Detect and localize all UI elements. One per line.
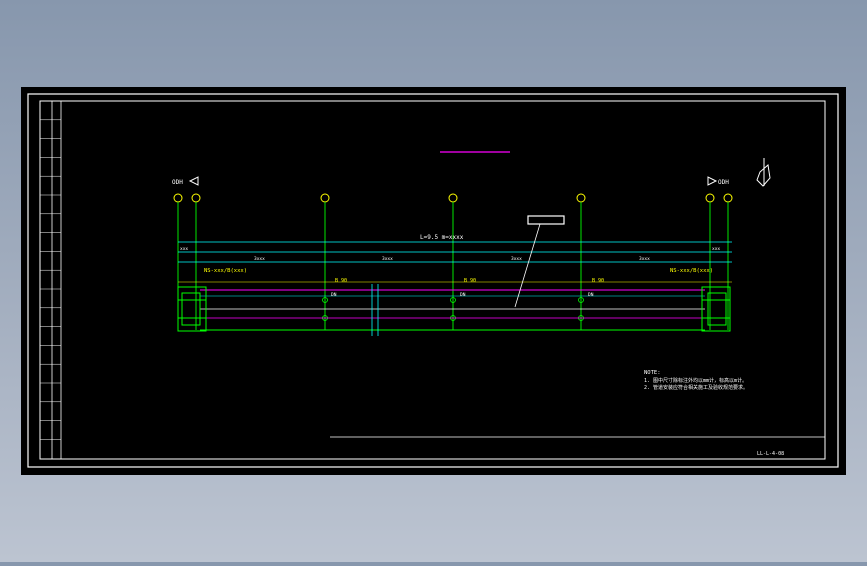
segment-label: 3xxx xyxy=(382,256,393,262)
joint-tag: DN xyxy=(588,292,594,298)
joint-tag: DN xyxy=(331,292,337,298)
drawing-sheet xyxy=(21,87,846,475)
segment-label: xxx xyxy=(712,247,720,252)
notes-heading: NOTE: xyxy=(644,370,661,376)
inner-frame xyxy=(39,100,826,460)
pipe-body xyxy=(200,289,705,331)
segment-label: 3xxx xyxy=(639,256,650,262)
total-length-label: L=9.5 m=xxxx xyxy=(420,234,464,241)
end-tag-left: NS-xxx/B(xxx) xyxy=(204,268,247,274)
right-end-flange xyxy=(701,286,731,332)
notes-block: NOTE: 1. 图中尺寸除标注外均以mm计，标高以m计。 2. 管道安装应符合… xyxy=(644,370,748,391)
left-end-flange xyxy=(177,286,207,332)
bend-tag: B 90 xyxy=(335,278,347,284)
callout-box xyxy=(527,215,565,225)
outer-frame xyxy=(27,93,839,468)
bend-tag: B 90 xyxy=(464,278,476,284)
support-post xyxy=(705,193,715,330)
flow-arrow-left: ODH xyxy=(172,176,199,186)
drawing-number: LL-L-4-08 xyxy=(757,451,784,457)
arrow-right-label: ODH xyxy=(718,179,729,186)
callout-leader xyxy=(514,223,541,308)
segment-label: xxx xyxy=(180,247,188,252)
dimension-lines xyxy=(178,241,732,263)
section-marker xyxy=(371,284,379,336)
bend-tags: B 90 DN B 90 DN B 90 DN xyxy=(331,278,604,298)
note-item: 1. 图中尺寸除标注外均以mm计，标高以m计。 xyxy=(644,377,747,384)
arrow-left-label: ODH xyxy=(172,179,183,186)
segment-label: 3xxx xyxy=(254,256,265,262)
joint-tag: DN xyxy=(460,292,466,298)
north-arrow-icon xyxy=(756,158,771,187)
segment-labels: 3xxx 3xxx 3xxx 3xxx xxx xxx xyxy=(180,247,720,262)
note-item: 2. 管道安装应符合相关施工及验收规范要求。 xyxy=(644,384,748,391)
support-post xyxy=(723,193,733,330)
flow-arrow-right: ODH xyxy=(707,176,729,186)
bend-tag: B 90 xyxy=(592,278,604,284)
support-post xyxy=(191,193,201,330)
end-tag-right: NS-xxx/B(xxx) xyxy=(670,268,713,274)
revision-strip xyxy=(40,100,62,459)
segment-label: 3xxx xyxy=(511,256,522,262)
